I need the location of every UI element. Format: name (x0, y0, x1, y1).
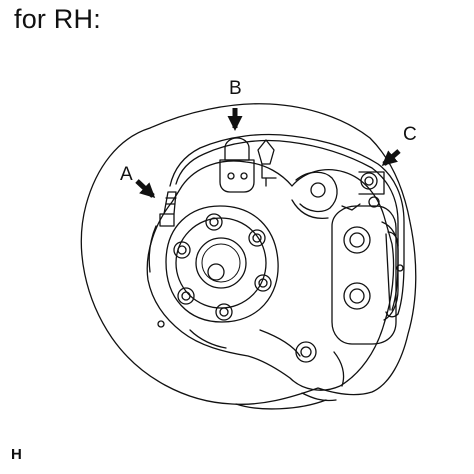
callout-label-c: C (403, 124, 417, 145)
diagram-heading: for RH: (14, 4, 101, 34)
callout-arrows (135, 108, 401, 199)
sensor-harness (169, 133, 405, 315)
harness-clamp (219, 137, 255, 193)
callout-label-a: A (120, 164, 133, 185)
hub-flange (165, 205, 279, 323)
brake-caliper (331, 205, 399, 345)
hub-bolts (173, 213, 272, 321)
figure-code: H (11, 446, 22, 463)
steering-knuckle (146, 160, 395, 391)
callout-label-b: B (229, 78, 242, 99)
sensor-connector (148, 191, 177, 273)
dust-cover (80, 103, 417, 405)
